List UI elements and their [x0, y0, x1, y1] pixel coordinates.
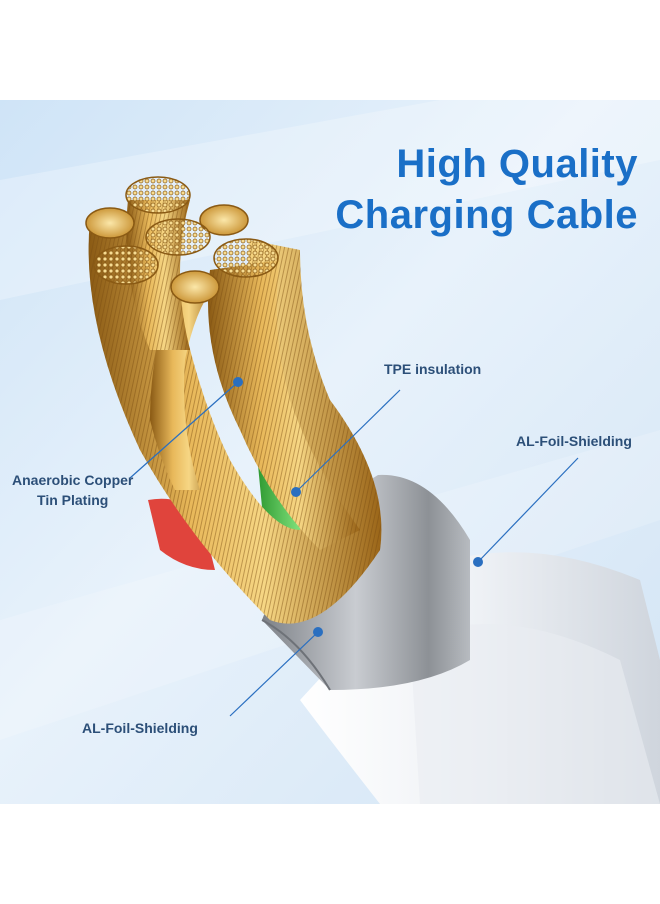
pointer-dot-tpe — [291, 487, 301, 497]
label-al-foil-shielding-right: AL-Foil-Shielding — [516, 433, 632, 449]
label-copper-line-1: Anaerobic Copper — [12, 472, 134, 488]
strand-tips — [85, 176, 279, 304]
product-image: High Quality Charging Cable TPE insulati… — [0, 100, 660, 804]
pointer-al-bottom — [229, 631, 319, 717]
label-copper-line-2: Tin Plating — [37, 492, 109, 508]
pointer-dots — [233, 377, 483, 637]
label-al-foil-shielding-bottom: AL-Foil-Shielding — [82, 720, 198, 736]
pointer-tpe — [295, 389, 401, 493]
label-tpe-insulation: TPE insulation — [384, 361, 482, 377]
pointer-dot-al-right — [473, 557, 483, 567]
pointer-copper — [129, 381, 239, 479]
cable-illustration — [0, 100, 660, 804]
pointer-al-right — [477, 457, 579, 563]
pointer-dot-al-bottom — [313, 627, 323, 637]
pointer-dot-copper — [233, 377, 243, 387]
label-anaerobic-copper: Anaerobic Copper Tin Plating — [12, 470, 133, 510]
headline-line-1: High Quality — [396, 142, 638, 186]
pointer-lines — [129, 381, 579, 717]
headline-line-2: Charging Cable — [335, 193, 638, 237]
